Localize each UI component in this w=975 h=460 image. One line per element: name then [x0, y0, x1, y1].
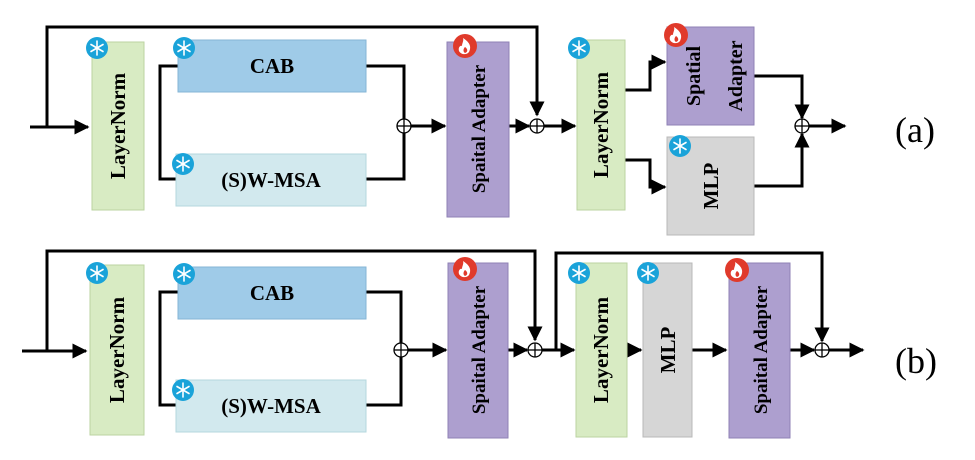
mlp-label: MLP — [656, 327, 680, 374]
snowflake-icon — [85, 36, 109, 60]
wires-a — [30, 25, 847, 195]
cab-label: CAB — [250, 281, 294, 305]
spatial-adapter-label: Spaital Adapter — [751, 285, 772, 414]
sum-node — [794, 118, 810, 134]
layernorm-label: LayerNorm — [105, 296, 129, 403]
layernorm-label: LayerNorm — [106, 72, 130, 179]
wires-b — [22, 249, 865, 407]
diagram-tag: (b) — [895, 341, 937, 381]
fire-icon — [664, 23, 688, 47]
snowflake-icon — [567, 261, 591, 285]
snowflake-icon — [668, 134, 692, 158]
spatial-adapter-block: Spaital Adapter — [447, 262, 509, 439]
spatial-adapter-label: Spaital Adapter — [469, 285, 490, 414]
mlp-label: MLP — [699, 163, 723, 210]
cab-block: CAB — [177, 266, 367, 320]
layernorm-block: LayerNorm — [575, 262, 628, 438]
sum-node — [527, 342, 543, 358]
spatial-adapter-label: Spaital Adapter — [469, 64, 490, 193]
sum-node — [529, 118, 545, 134]
cab-block: CAB — [177, 39, 367, 93]
fire-icon — [453, 257, 477, 281]
spatial-adapter-label-line2: Adapter — [725, 40, 747, 111]
layernorm-block: LayerNorm — [576, 39, 626, 211]
snowflake-icon — [567, 36, 591, 60]
snowflake-icon — [636, 261, 660, 285]
snowflake-icon — [171, 152, 195, 176]
layernorm-label: LayerNorm — [589, 296, 613, 403]
spatial-adapter-block: Spatial Adapter — [666, 26, 755, 126]
snowflake-icon — [172, 262, 196, 286]
wmsa-block: (S)W-MSA — [175, 379, 367, 433]
snowflake-icon — [85, 261, 109, 285]
fire-icon — [453, 34, 477, 58]
mlp-block: MLP — [642, 262, 693, 438]
spatial-adapter-block: Spaital Adapter — [728, 262, 791, 439]
diagram-a: LayerNorm CAB (S)W-MSA Spaital Adapter L… — [30, 23, 935, 236]
spatial-adapter-block: Spaital Adapter — [446, 41, 510, 218]
snowflake-icon — [171, 378, 195, 402]
diagram-tag: (a) — [895, 110, 935, 150]
wmsa-label: (S)W-MSA — [221, 394, 321, 418]
sum-node — [396, 118, 412, 134]
fire-icon — [725, 258, 749, 282]
layernorm-label: LayerNorm — [589, 71, 613, 178]
wmsa-block: (S)W-MSA — [175, 153, 367, 207]
cab-label: CAB — [250, 54, 294, 78]
layernorm-block: LayerNorm — [89, 264, 145, 436]
sum-node — [814, 342, 830, 358]
spatial-adapter-label-line1: Spatial — [683, 46, 705, 106]
diagram-b: LayerNorm CAB (S)W-MSA Spaital Adapter L… — [22, 249, 937, 439]
sum-node — [393, 342, 409, 358]
layernorm-block: LayerNorm — [91, 41, 145, 211]
snowflake-icon — [172, 36, 196, 60]
wmsa-label: (S)W-MSA — [221, 168, 321, 192]
